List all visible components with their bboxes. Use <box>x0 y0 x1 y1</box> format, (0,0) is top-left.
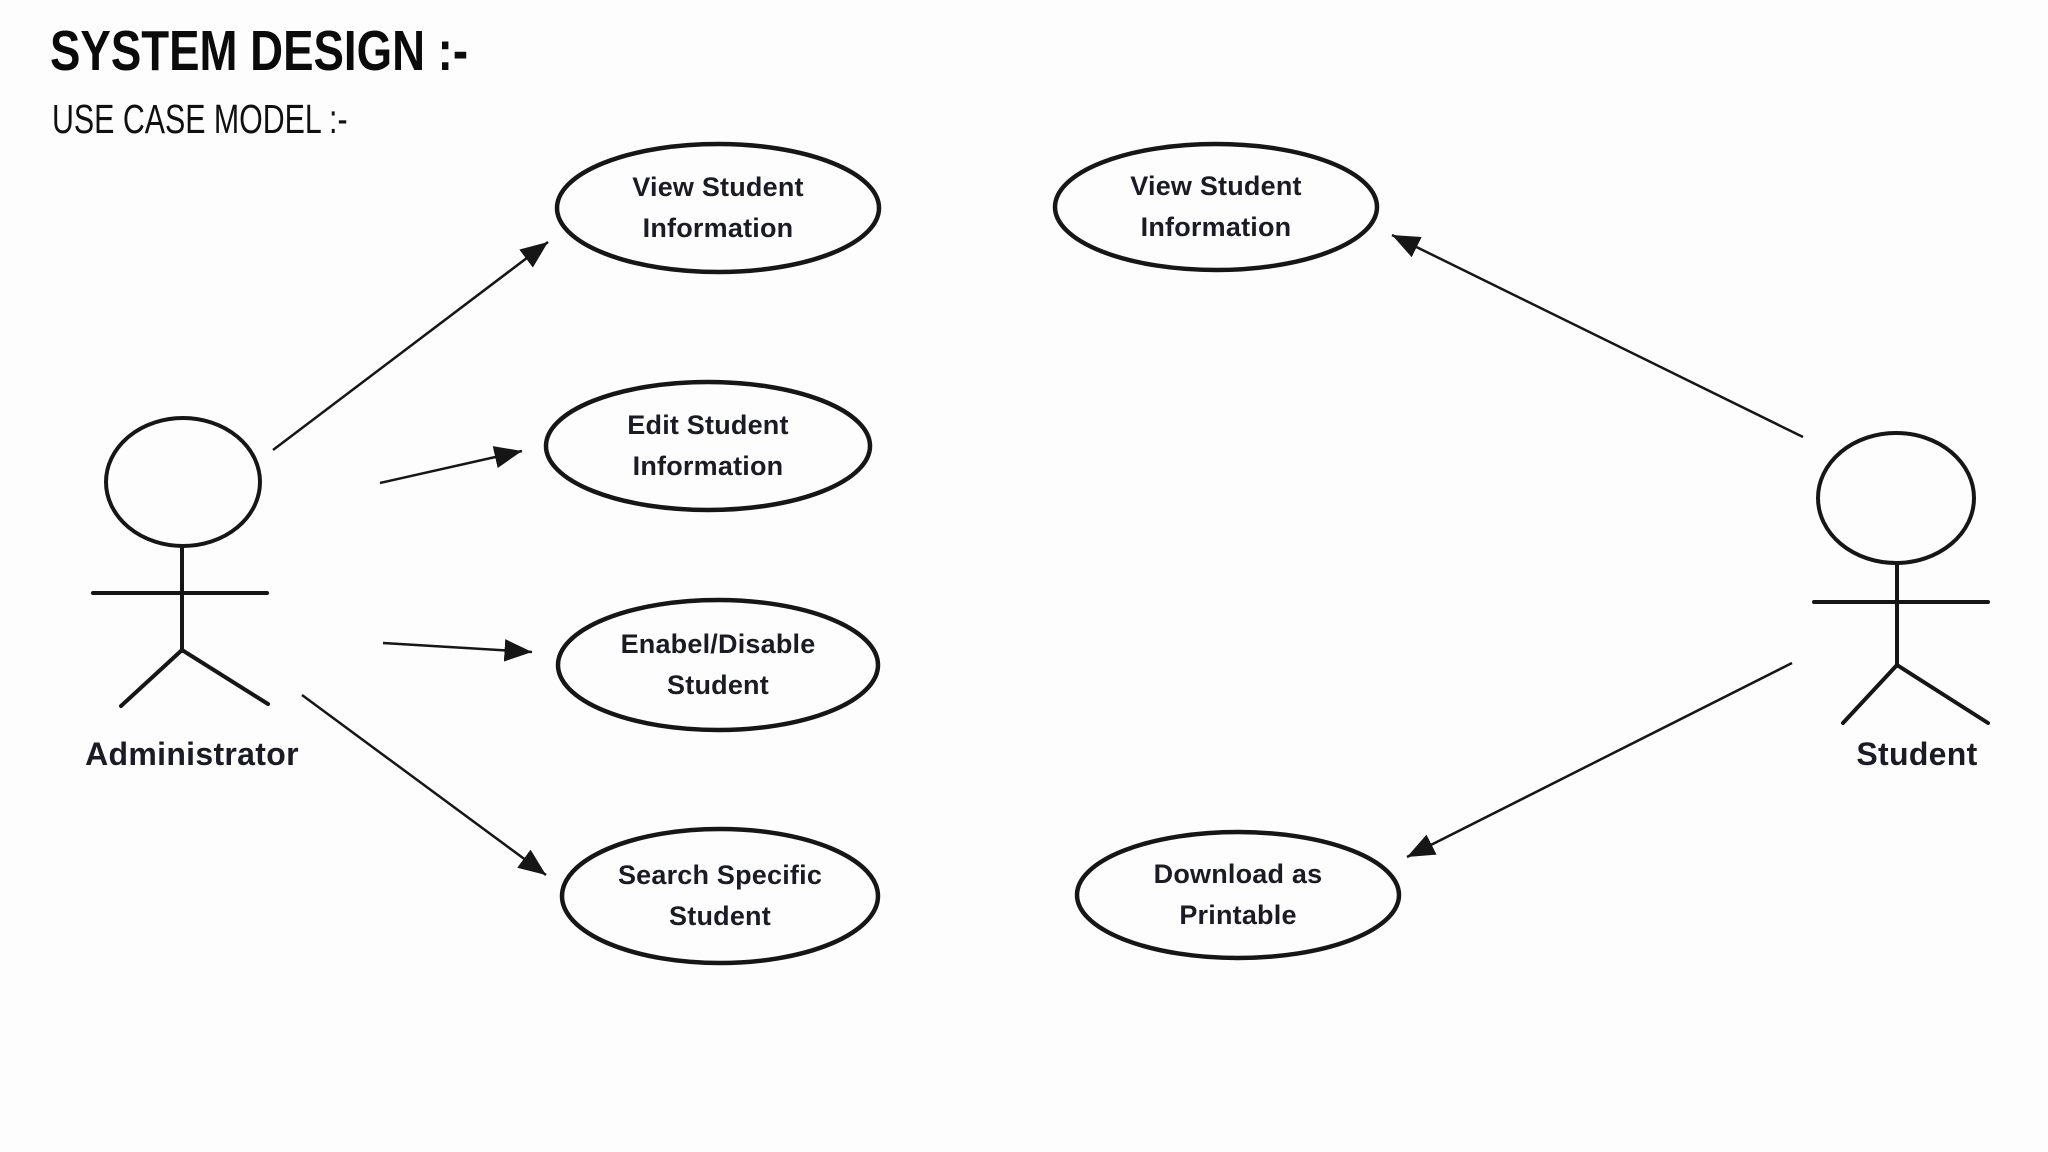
page-title: SYSTEM DESIGN :- <box>50 19 469 83</box>
student-head <box>1816 431 1976 565</box>
use-case-ellipse-view-student-information-admin <box>554 141 882 275</box>
use-case-label-view-student-information-admin: View Student Information <box>632 172 804 243</box>
page-subtitle: USE CASE MODEL :- <box>52 96 348 142</box>
use-case-label-enable-disable-student: Enabel/Disable Student <box>620 629 816 700</box>
use-case-ellipse-search-specific-student <box>559 826 881 966</box>
use-case-ellipse-download-as-printable <box>1074 829 1402 961</box>
administrator-left-leg <box>119 648 184 708</box>
arrow-admin-to-search-specific-student <box>301 693 547 877</box>
arrow-student-to-view-student-information <box>1391 233 1804 439</box>
use-case-ellipse-view-student-information-student <box>1052 141 1380 273</box>
actor-student-figure <box>1812 431 1990 725</box>
use-case-label-search-specific-student: Search Specific Student <box>617 860 823 931</box>
actor-label-administrator: Administrator <box>85 736 299 772</box>
arrow-student-to-download-as-printable <box>1406 661 1793 859</box>
use-case-label-view-student-information-student: View Student Information <box>1130 171 1302 242</box>
administrator-right-leg <box>180 648 270 706</box>
use-case-label-edit-student-information: Edit Student Information <box>627 410 789 481</box>
arrow-admin-to-enable-disable-student <box>382 639 533 662</box>
student-left-leg <box>1841 663 1899 725</box>
use-case-ellipse-edit-student-information <box>543 379 873 513</box>
student-right-leg <box>1895 663 1990 725</box>
arrow-admin-to-view-student-information <box>272 241 549 451</box>
use-case-label-download-as-printable: Download as Printable <box>1153 859 1323 930</box>
actor-label-student: Student <box>1856 736 1978 772</box>
arrow-admin-to-edit-student-information <box>379 446 523 485</box>
actor-administrator-figure <box>91 416 270 708</box>
use-case-ellipse-enable-disable-student <box>555 597 881 733</box>
administrator-head <box>104 416 262 548</box>
